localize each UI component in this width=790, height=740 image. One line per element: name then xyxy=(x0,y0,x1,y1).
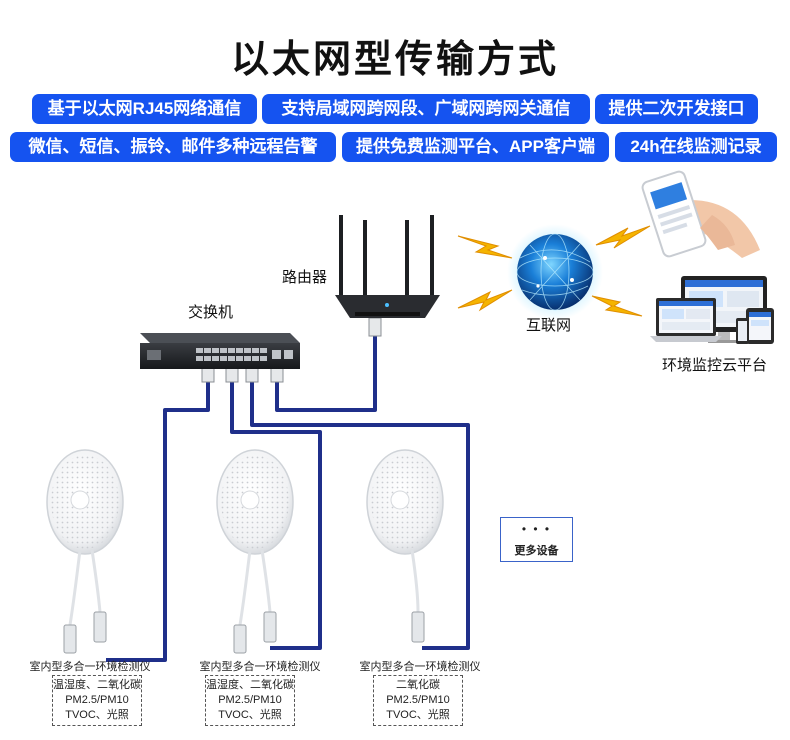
device-3-specs: 二氧化碳 PM2.5/PM10 TVOC、光照 xyxy=(373,675,463,726)
feature-pill-remote-alarm: 微信、短信、振铃、邮件多种远程告警 xyxy=(10,132,336,162)
switch-device xyxy=(140,333,300,369)
device-2-spec-2: PM2.5/PM10 xyxy=(218,694,282,706)
cable-device-2 xyxy=(230,378,322,650)
sensor-device-2 xyxy=(216,449,294,654)
device-2-specs: 温湿度、二氧化碳 PM2.5/PM10 TVOC、光照 xyxy=(205,675,295,726)
sensor-device-1 xyxy=(46,449,124,654)
internet-label: 互联网 xyxy=(526,317,572,334)
cable-device-1 xyxy=(106,378,210,662)
device-3-spec-2: PM2.5/PM10 xyxy=(386,694,450,706)
feature-pill-dev-interface: 提供二次开发接口 xyxy=(595,94,758,124)
cloud-platform-label: 环境监控云平台 xyxy=(662,357,768,374)
device-1-name: 室内型多合一环境检测仪 xyxy=(29,661,151,673)
feature-pill-free-platform: 提供免费监测平台、APP客户端 xyxy=(342,132,609,162)
lightning-bolt-platform xyxy=(591,295,643,317)
mobile-app-device xyxy=(641,170,760,258)
sensor-device-3 xyxy=(366,449,444,643)
router-plug xyxy=(368,317,382,337)
cable-device-3 xyxy=(250,378,470,650)
router-device xyxy=(335,215,440,318)
device-2-spec-1: 温湿度、二氧化碳 xyxy=(206,679,294,691)
cable-router xyxy=(275,320,377,412)
lightning-bolt-router-right xyxy=(457,289,513,312)
device-3-spec-1: 二氧化碳 xyxy=(396,679,440,691)
device-2-name: 室内型多合一环境检测仪 xyxy=(199,661,321,673)
more-devices-label: 更多设备 xyxy=(514,545,559,557)
lightning-bolt-router-left xyxy=(457,235,513,259)
cloud-platform-screens xyxy=(650,276,774,344)
device-3-name: 室内型多合一环境检测仪 xyxy=(359,661,481,673)
device-2-spec-3: TVOC、光照 xyxy=(218,709,282,721)
feature-pill-24h-record: 24h在线监测记录 xyxy=(615,132,777,162)
device-3-spec-3: TVOC、光照 xyxy=(386,709,450,721)
network-cables xyxy=(106,320,470,662)
internet-globe xyxy=(507,224,603,320)
device-1-specs: 温湿度、二氧化碳 PM2.5/PM10 TVOC、光照 xyxy=(52,675,142,726)
more-devices-box: • • • 更多设备 xyxy=(500,517,573,562)
device-1-spec-1: 温湿度、二氧化碳 xyxy=(53,679,141,691)
more-dots: • • • xyxy=(521,522,552,536)
router-label: 路由器 xyxy=(282,269,328,286)
feature-pill-rj45: 基于以太网RJ45网络通信 xyxy=(32,94,257,124)
device-1-spec-3: TVOC、光照 xyxy=(65,709,129,721)
feature-pill-cross-network: 支持局域网跨网段、广域网跨网关通信 xyxy=(262,94,590,124)
page-title: 以太网型传输方式 xyxy=(230,39,559,81)
lightning-bolt-phone xyxy=(595,225,651,249)
switch-label: 交换机 xyxy=(188,304,234,321)
device-1-spec-2: PM2.5/PM10 xyxy=(65,694,129,706)
